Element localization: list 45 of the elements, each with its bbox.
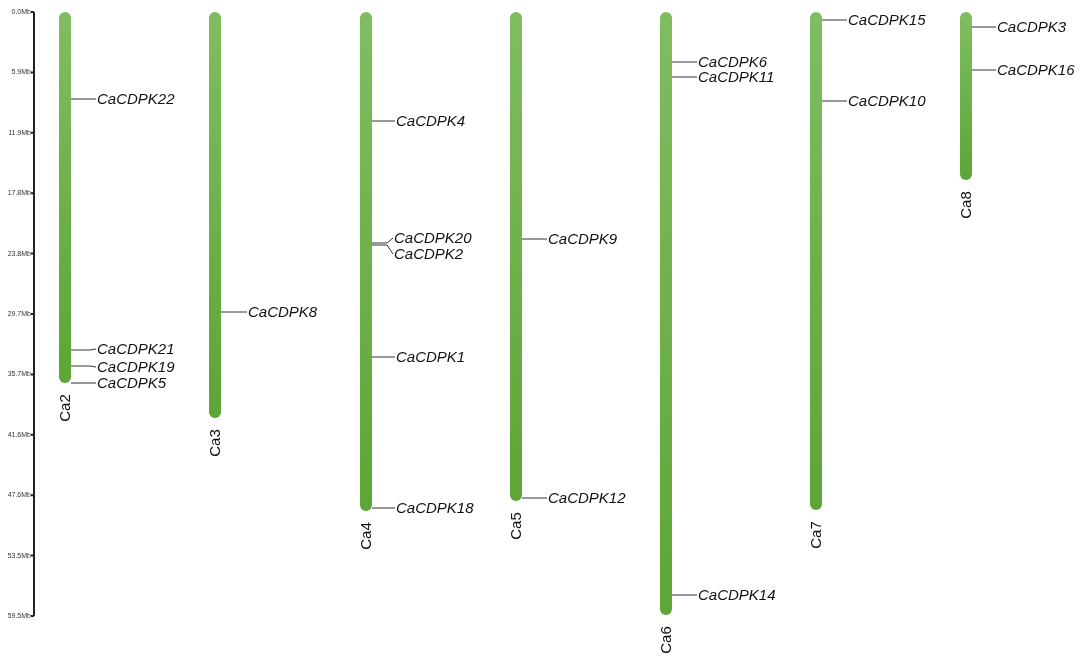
chromosome-name: Ca2	[58, 393, 72, 423]
leader-line	[671, 594, 698, 596]
gene-label: CaCDPK4	[396, 113, 466, 129]
gene-label: CaCDPK21	[97, 341, 175, 357]
chromosome-name: Ca6	[659, 625, 673, 655]
leader-line	[371, 507, 396, 509]
leader-line	[521, 238, 548, 240]
gene-label: CaCDPK14	[698, 587, 776, 603]
leader-line	[70, 365, 97, 368]
chromosome-name: Ca4	[359, 521, 373, 551]
gene-label: CaCDPK22	[97, 91, 175, 107]
leader-line	[371, 244, 394, 255]
leader-line	[671, 76, 698, 78]
leader-line	[821, 19, 848, 21]
chromosome-name: Ca8	[959, 190, 973, 220]
leader-line	[220, 311, 248, 313]
gene-label: CaCDPK5	[97, 375, 167, 391]
leader-line	[971, 26, 997, 28]
leader-line	[371, 120, 396, 122]
chromosome-name: Ca5	[509, 511, 523, 541]
gene-label: CaCDPK6	[698, 54, 768, 70]
leader-line	[671, 61, 698, 63]
gene-label: CaCDPK2	[394, 246, 464, 262]
gene-label: CaCDPK19	[97, 359, 175, 375]
chromosome-name: Ca7	[809, 520, 823, 550]
gene-label: CaCDPK11	[698, 69, 775, 85]
leader-line	[70, 348, 97, 351]
leader-line	[70, 382, 97, 384]
gene-label: CaCDPK1	[396, 349, 466, 365]
leader-line	[971, 69, 997, 71]
leader-line	[371, 237, 394, 244]
leader-line	[70, 98, 97, 100]
gene-label: CaCDPK20	[394, 230, 472, 246]
leader-line	[521, 497, 548, 499]
gene-label: CaCDPK16	[997, 62, 1075, 78]
gene-label: CaCDPK8	[248, 304, 318, 320]
leader-line	[371, 356, 396, 358]
leader-line	[821, 100, 848, 102]
gene-label: CaCDPK15	[848, 12, 926, 28]
gene-label: CaCDPK9	[548, 231, 618, 247]
gene-label: CaCDPK12	[548, 490, 626, 506]
gene-label: CaCDPK3	[997, 19, 1067, 35]
gene-label: CaCDPK10	[848, 93, 926, 109]
chromosome-name: Ca3	[208, 428, 222, 458]
gene-label: CaCDPK18	[396, 500, 474, 516]
